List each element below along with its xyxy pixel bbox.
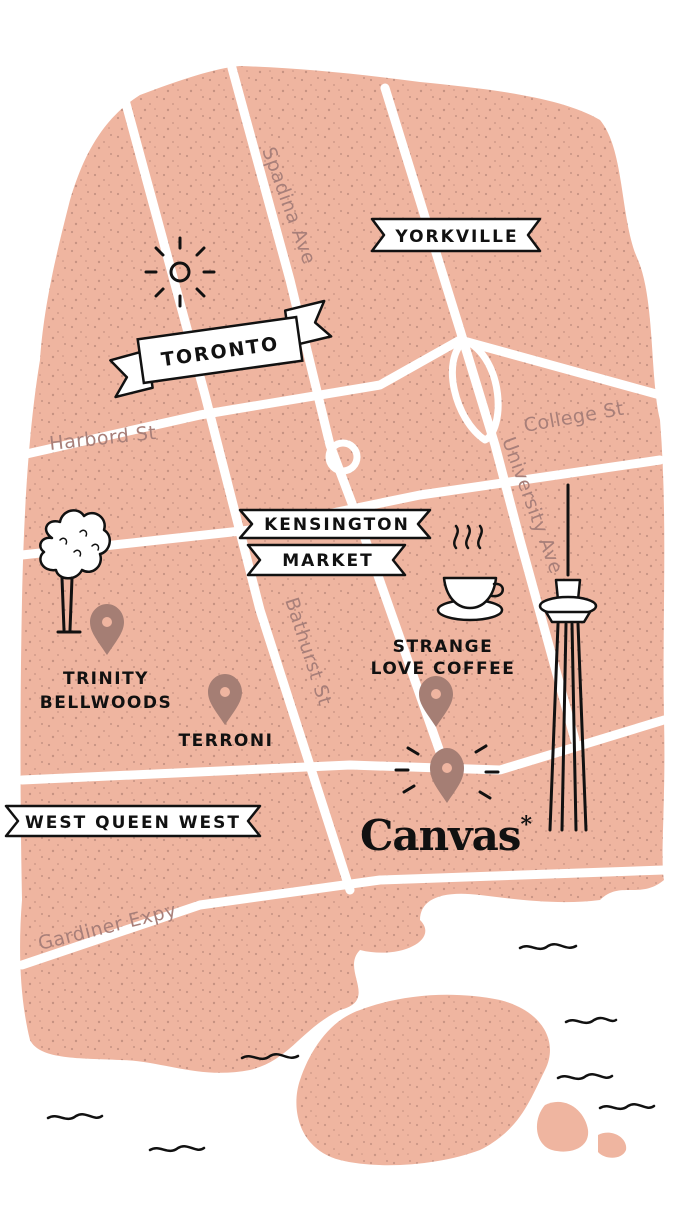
- banner-toronto: TORONTO: [109, 299, 333, 399]
- cn-tower-icon: [538, 483, 598, 832]
- banner-kensington-market: KENSINGTON MARKET: [238, 508, 432, 577]
- banner-west-queen-west: WEST QUEEN WEST: [4, 804, 262, 838]
- place-label-strange: STRANGE: [393, 637, 493, 657]
- land-island-small: [536, 1101, 589, 1152]
- place-label-love-coffee: LOVE COFFEE: [371, 659, 516, 679]
- banner-market-label: MARKET: [282, 551, 374, 571]
- canvas-logo: Canvas*: [360, 811, 532, 860]
- sun-icon: [144, 236, 216, 308]
- banner-yorkville: YORKVILLE: [370, 217, 542, 253]
- canvas-logo-name: Canvas: [360, 811, 520, 860]
- place-label-bellwoods: BELLWOODS: [40, 693, 172, 713]
- map-pin-icon: [208, 674, 242, 725]
- coffee-cup-icon: [436, 524, 504, 622]
- banner-kensington-label: KENSINGTON: [264, 515, 410, 535]
- water-wave-icon: [46, 943, 656, 1153]
- banner-yorkville-label: YORKVILLE: [394, 227, 518, 247]
- banner-west-queen-west-label: WEST QUEEN WEST: [25, 813, 241, 833]
- map-pin-icon: [430, 748, 464, 803]
- land-island-tiny: [598, 1132, 627, 1158]
- road-network: [17, 63, 669, 970]
- canvas-logo-mark: *: [520, 812, 532, 838]
- tree-icon: [39, 509, 112, 634]
- place-label-terroni: TERRONI: [179, 731, 274, 751]
- island-texture: [296, 994, 550, 1166]
- map-pin-icon: [419, 676, 453, 727]
- pin-highlight-rays: [394, 744, 500, 800]
- map-pin-icon: [90, 604, 124, 655]
- place-label-trinity: TRINITY: [63, 669, 149, 689]
